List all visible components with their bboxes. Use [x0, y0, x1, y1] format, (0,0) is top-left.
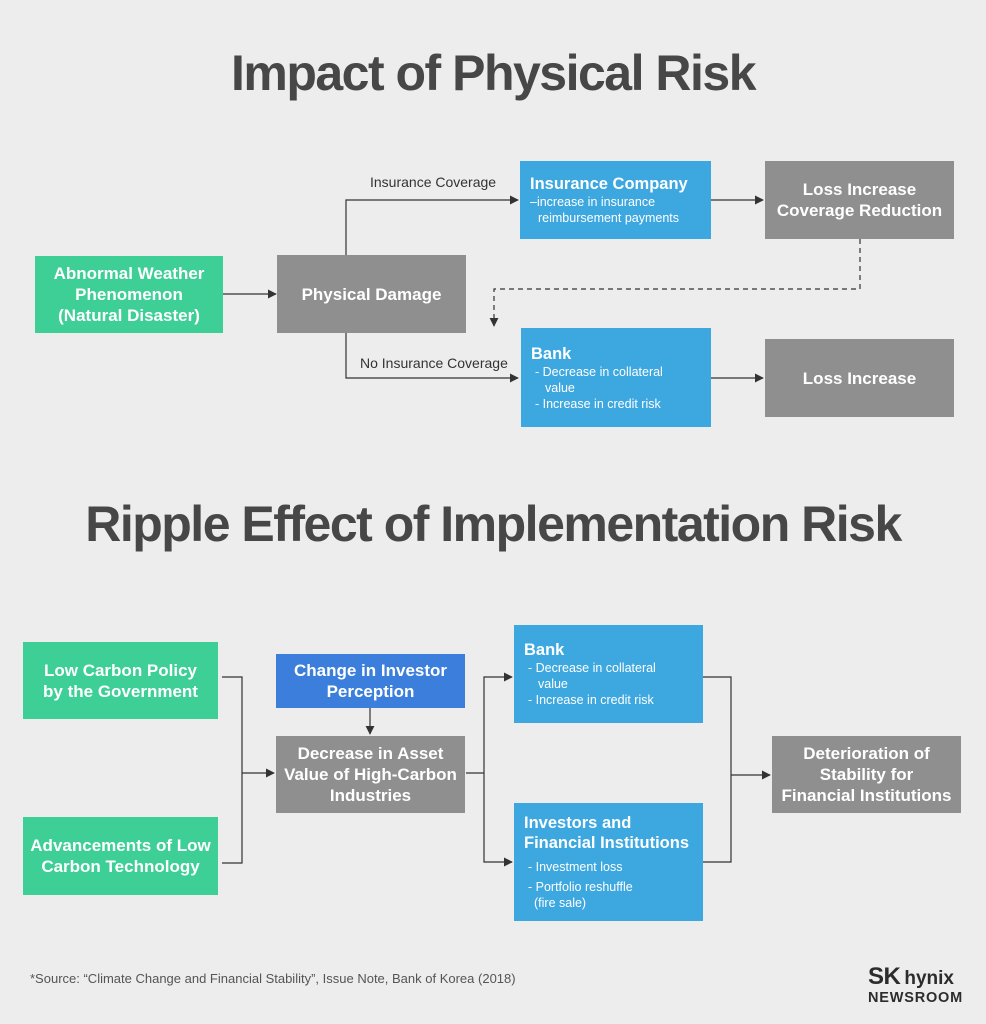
logo-hynix: hynix — [904, 968, 954, 989]
text-advancements-1: Advancements of Low — [30, 836, 211, 855]
box-investor-perception: Change in Investor Perception — [276, 654, 465, 708]
arrow-to-bank — [483, 672, 513, 773]
text-asset-1: Decrease in Asset — [297, 744, 444, 763]
dashed-arrow-loss-to-bank — [489, 239, 861, 327]
text-investors-line-1: - Investment loss — [528, 860, 623, 874]
title-ripple-effect: Ripple Effect of Implementation Risk — [85, 496, 902, 552]
text-advancements-2: Carbon Technology — [41, 857, 200, 876]
text-bank-line-1: - Decrease in collateral — [535, 364, 663, 379]
box-loss-coverage: Loss Increase Coverage Reduction — [765, 161, 954, 239]
box-bank-physical: Bank - Decrease in collateral value - In… — [521, 328, 711, 427]
text-bank-line-3: - Increase in credit risk — [535, 396, 661, 411]
box-loss-increase: Loss Increase — [765, 339, 954, 417]
text-bank-line-2: value — [545, 380, 575, 395]
text-perception-1: Change in Investor — [293, 661, 448, 680]
box-bank-ripple: Bank - Decrease in collateral value - In… — [514, 625, 703, 723]
text-policy-1: Low Carbon Policy — [43, 660, 198, 680]
arrow-damage-to-bank — [345, 333, 519, 383]
text-investors-line-2: - Portfolio reshuffle — [528, 880, 633, 894]
label-no-insurance-coverage: No Insurance Coverage — [360, 355, 508, 371]
text-investors-line-3: (fire sale) — [534, 896, 587, 910]
box-advancements: Advancements of Low Carbon Technology — [23, 817, 218, 895]
line-policy — [222, 676, 243, 864]
text-loss-coverage-2: Coverage Reduction — [776, 201, 943, 220]
logo-newsroom: NEWSROOM — [868, 990, 964, 1006]
label-insurance-coverage: Insurance Coverage — [370, 174, 497, 190]
text-bank-title: Bank — [531, 344, 572, 363]
arrow-to-investors — [483, 773, 513, 867]
arrow-damage-to-insurance — [345, 195, 519, 255]
text-bank-ripple-line-3: - Increase in credit risk — [528, 693, 654, 707]
text-investors-title-2: Financial Institutions — [524, 834, 690, 852]
text-abnormal-3: (Natural Disaster) — [58, 306, 200, 325]
text-loss-increase: Loss Increase — [802, 368, 917, 388]
text-loss-coverage-1: Loss Increase — [802, 180, 917, 199]
text-deterioration-3: Financial Institutions — [781, 786, 952, 805]
text-bank-ripple-title: Bank — [524, 641, 565, 659]
text-physical-damage: Physical Damage — [301, 284, 442, 304]
text-abnormal-1: Abnormal Weather — [53, 264, 205, 283]
box-asset-decrease: Decrease in Asset Value of High-Carbon I… — [276, 736, 465, 813]
source-note: *Source: “Climate Change and Financial S… — [30, 971, 516, 986]
box-insurance-company: Insurance Company –increase in insurance… — [520, 161, 711, 239]
text-insurance-line-2: reimbursement payments — [538, 211, 680, 225]
text-perception-2: Perception — [326, 682, 415, 701]
text-bank-ripple-line-1: - Decrease in collateral — [528, 661, 656, 675]
box-deterioration: Deterioration of Stability for Financial… — [772, 736, 961, 813]
text-insurance-line-1: –increase in insurance — [530, 195, 656, 209]
box-low-carbon-policy: Low Carbon Policy by the Government — [23, 642, 218, 719]
line-merge — [703, 676, 732, 863]
box-investors: Investors and Financial Institutions - I… — [514, 803, 703, 921]
text-abnormal-2: Phenomenon — [75, 285, 183, 304]
text-policy-2: by the Government — [43, 681, 198, 701]
logo-sk: SK — [868, 963, 901, 990]
box-physical-damage: Physical Damage — [277, 255, 466, 333]
text-asset-3: Industries — [329, 786, 412, 805]
text-investors-title-1: Investors and — [524, 814, 632, 832]
text-insurance-company-title: Insurance Company — [530, 175, 688, 193]
title-physical-risk: Impact of Physical Risk — [230, 45, 757, 101]
text-asset-2: Value of High-Carbon — [284, 765, 457, 784]
box-abnormal-weather: Abnormal Weather Phenomenon (Natural Dis… — [35, 256, 223, 333]
text-deterioration-2: Stability for — [819, 765, 914, 784]
text-deterioration-1: Deterioration of — [803, 744, 930, 763]
text-bank-ripple-line-2: value — [538, 677, 568, 691]
